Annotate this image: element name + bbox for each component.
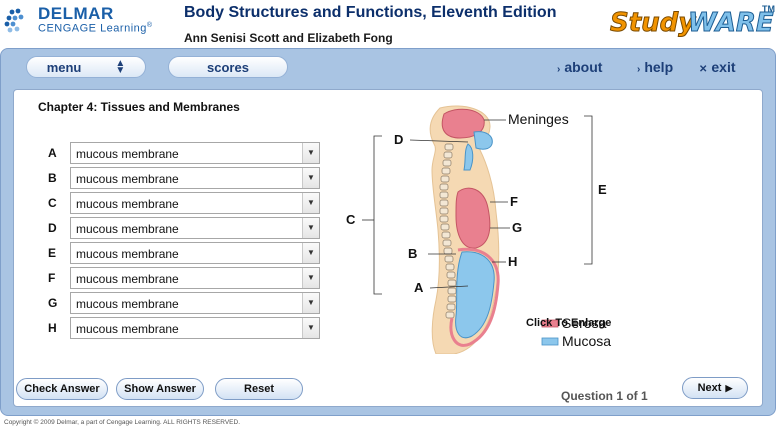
brand-name: DELMAR — [38, 4, 114, 23]
nasal-mucosa — [473, 131, 493, 150]
label-b: B — [408, 246, 417, 261]
about-link[interactable]: ›about — [557, 59, 603, 75]
answer-select[interactable]: mucous membrane▼ — [70, 242, 320, 264]
answer-row: D mucous membrane▼ — [44, 217, 324, 239]
answer-row: C mucous membrane▼ — [44, 192, 324, 214]
up-down-arrows-icon: ▲▼ — [115, 58, 126, 76]
exit-link[interactable]: ✕exit — [699, 59, 736, 75]
dropdown-arrow-icon[interactable]: ▼ — [302, 193, 319, 213]
next-button[interactable]: Next▶ — [682, 377, 748, 399]
brand-subtitle: CENGAGE Learning® — [38, 22, 153, 35]
answer-select[interactable]: mucous membrane▼ — [70, 167, 320, 189]
answer-select[interactable]: mucous membrane▼ — [70, 192, 320, 214]
label-h: H — [508, 254, 517, 269]
label-meninges: Meninges — [508, 111, 569, 127]
intestine-mucosa — [455, 251, 495, 339]
main-frame: menu ▲▼ scores ›about ›help ✕exit Chapte… — [0, 48, 776, 416]
answer-select[interactable]: mucous membrane▼ — [70, 217, 320, 239]
row-letter: G — [48, 296, 58, 310]
check-answer-button[interactable]: Check Answer — [16, 378, 108, 400]
esophagus-mucosa — [463, 143, 474, 171]
answer-select[interactable]: mucous membrane▼ — [70, 292, 320, 314]
delmar-logo-icon — [4, 8, 24, 33]
chevron-right-icon: › — [557, 64, 561, 75]
label-g: G — [512, 220, 522, 235]
question-counter: Question 1 of 1 — [561, 389, 648, 403]
play-arrow-icon: ▶ — [725, 382, 733, 393]
answer-select[interactable]: mucous membrane▼ — [70, 267, 320, 289]
anatomy-diagram[interactable]: Meninges D E F C G B H A Serosa Mucosa — [344, 104, 616, 354]
book-title: Body Structures and Functions, Eleventh … — [184, 4, 557, 21]
legend-label-mucosa: Mucosa — [562, 333, 611, 349]
legend-swatch-mucosa — [541, 337, 559, 346]
app-header: DELMAR CENGAGE Learning® Body Structures… — [0, 0, 780, 48]
reset-button[interactable]: Reset — [215, 378, 303, 400]
help-link[interactable]: ›help — [637, 59, 674, 75]
peritoneum-serosa — [449, 247, 500, 347]
row-letter: A — [48, 146, 57, 160]
label-d: D — [394, 132, 403, 147]
question-panel: Chapter 4: Tissues and Membranes A mucou… — [13, 89, 763, 407]
click-to-enlarge[interactable]: Click To Enlarge — [526, 317, 612, 329]
row-letter: H — [48, 321, 57, 335]
dropdown-arrow-icon[interactable]: ▼ — [302, 293, 319, 313]
label-a: A — [414, 280, 424, 295]
row-letter: C — [48, 196, 57, 210]
scores-button[interactable]: scores — [168, 56, 288, 78]
legend-label-serosa: Serosa — [562, 315, 607, 331]
row-letter: E — [48, 246, 57, 260]
row-letter: B — [48, 171, 57, 185]
answer-row: G mucous membrane▼ — [44, 292, 324, 314]
answer-row: E mucous membrane▼ — [44, 242, 324, 264]
diagram-legend: Serosa Mucosa — [541, 315, 611, 349]
dropdown-arrow-icon[interactable]: ▼ — [302, 218, 319, 238]
answer-row: F mucous membrane▼ — [44, 267, 324, 289]
dropdown-arrow-icon[interactable]: ▼ — [302, 268, 319, 288]
copyright-notice: Copyright © 2009 Delmar, a part of Cenga… — [4, 419, 241, 426]
answer-row: H mucous membrane▼ — [44, 317, 324, 339]
label-c: C — [346, 212, 356, 227]
chapter-title: Chapter 4: Tissues and Membranes — [38, 100, 240, 114]
answer-select[interactable]: mucous membrane▼ — [70, 142, 320, 164]
dropdown-arrow-icon[interactable]: ▼ — [302, 243, 319, 263]
delmar-logo: DELMAR CENGAGE Learning® — [4, 2, 164, 42]
book-authors: Ann Senisi Scott and Elizabeth Fong — [184, 31, 393, 45]
label-f: F — [510, 194, 518, 209]
pleura-serosa — [455, 187, 491, 249]
label-e: E — [598, 182, 607, 197]
dropdown-arrow-icon[interactable]: ▼ — [302, 168, 319, 188]
dropdown-arrow-icon[interactable]: ▼ — [302, 143, 319, 163]
answer-row: B mucous membrane▼ — [44, 167, 324, 189]
legend-swatch-serosa — [541, 319, 559, 328]
row-letter: D — [48, 221, 57, 235]
studyware-logo: Study WARE TM — [609, 4, 775, 39]
close-icon: ✕ — [699, 64, 708, 75]
chevron-right-icon: › — [637, 64, 641, 75]
nav-bar: menu ▲▼ scores ›about ›help ✕exit — [5, 52, 771, 82]
dropdown-arrow-icon[interactable]: ▼ — [302, 318, 319, 338]
menu-button[interactable]: menu ▲▼ — [26, 56, 146, 78]
answer-select[interactable]: mucous membrane▼ — [70, 317, 320, 339]
row-letter: F — [48, 271, 56, 285]
show-answer-button[interactable]: Show Answer — [116, 378, 204, 400]
spinal-column — [439, 143, 457, 319]
answer-row: A mucous membrane▼ — [44, 142, 324, 164]
